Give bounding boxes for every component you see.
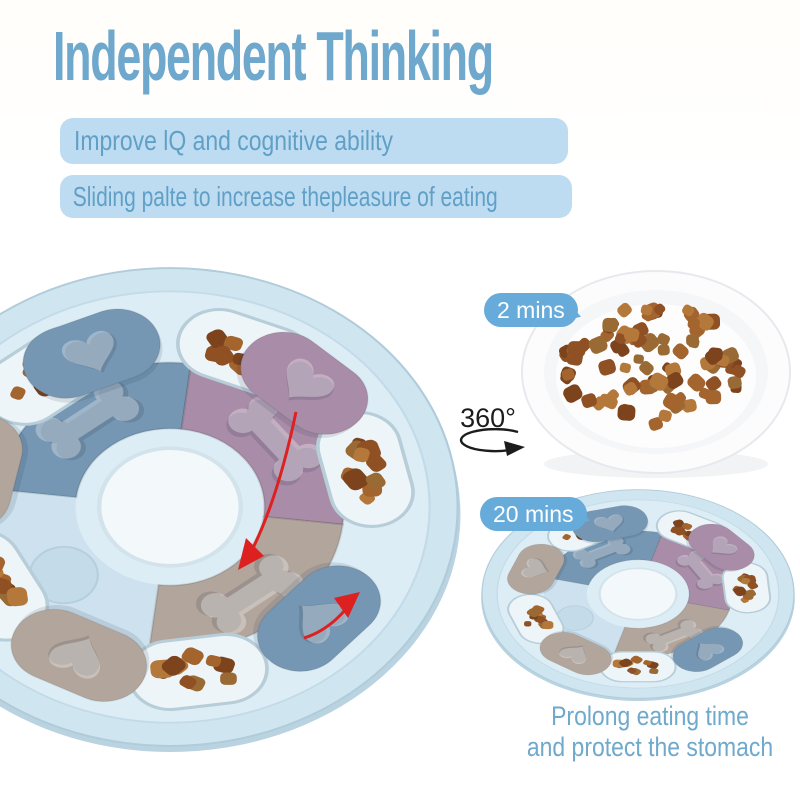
feature-banner-sliding: Sliding palte to increase thepleasure of… [60,175,572,218]
food-plate-image [521,270,791,478]
caption-line-2: and protect the stomach [526,732,774,762]
time-badge-20min: 20 mins [480,497,587,531]
time-badge-20min-label: 20 mins [493,501,574,527]
feature-banner-iq: Improve lQ and cognitive ability [60,118,568,164]
rotation-360-text: 360° [460,403,516,433]
feature-banner-iq-label: Improve lQ and cognitive ability [73,125,393,156]
time-badge-2min-label: 2 mins [497,297,565,323]
rotation-360-label: 360° [446,403,530,458]
time-badge-2min: 2 mins [484,293,578,327]
page-title: Independent Thinking [53,17,494,95]
feature-banner-sliding-label: Sliding palte to increase thepleasure of… [72,180,498,212]
caption: Prolong eating time and protect the stom… [500,701,800,763]
rotate-arrow-icon [459,428,525,456]
caption-line-1: Prolong eating time [551,701,749,731]
slide-direction-arrows-icon [238,411,360,640]
